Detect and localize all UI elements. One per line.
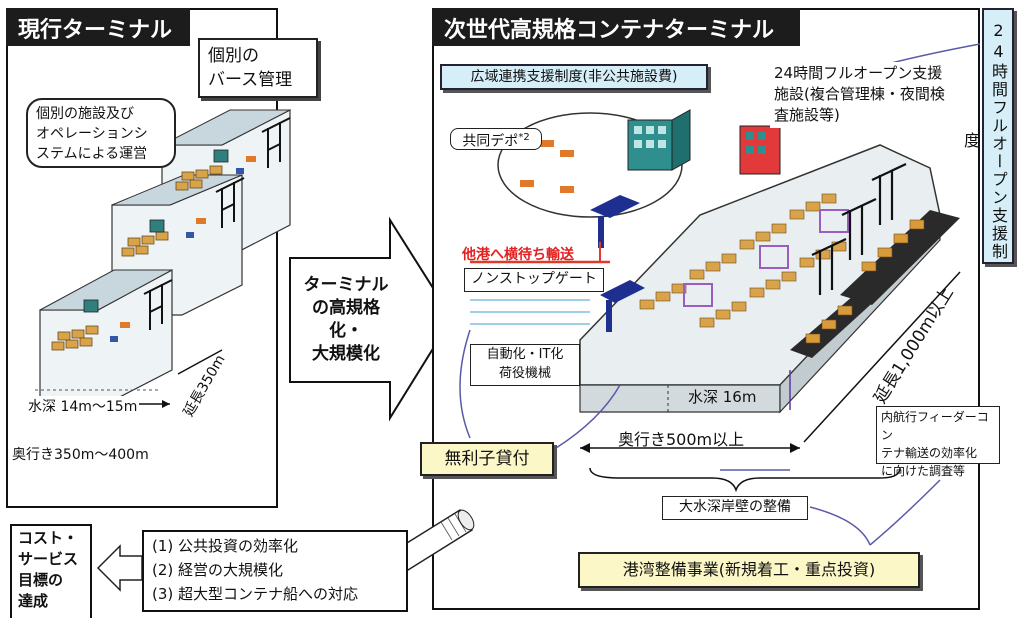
port-project-box: 港湾整備事業(新規着工・重点投資) <box>578 552 920 588</box>
current-terminal-title: 現行ターミナル <box>6 8 190 46</box>
goal-item: (1) 公共投資の効率化 <box>152 537 299 555</box>
current-water-depth-label: 水深 14m～15m <box>26 396 140 416</box>
goals-list-box: (1) 公共投資の効率化 (2) 経営の大規模化 (3) 超大型コンテナ船への対… <box>142 530 408 612</box>
goal-item: (2) 経営の大規模化 <box>152 561 284 579</box>
shared-depot-label: 共同デポ*2 <box>450 128 542 150</box>
callout-individual-operations: 個別の施設及び オペレーションシ ステムによる運営 <box>26 98 176 168</box>
goal-item: (3) 超大型コンテナ船への対応 <box>152 585 359 603</box>
scale-up-arrow-text: ターミナル の高規格化・ 大規模化 <box>303 275 389 364</box>
regional-support-box: 広域連携支援制度(非公共施設費) <box>440 64 708 90</box>
feeder-survey-label: 内航行フィーダーコン テナ輸送の効率化 に向けた調査等 <box>876 406 1000 478</box>
next-gen-depth-extent-label: 奥行き500m以上 <box>618 430 745 449</box>
callout-individual-berth: 個別の バース管理 <box>198 38 318 98</box>
next-gen-terminal-title: 次世代高規格コンテナターミナル <box>432 8 800 46</box>
transship-label: 他港へ横待ち輸送 <box>462 247 574 263</box>
nonstop-gate-label: ノンストップゲート <box>464 268 604 292</box>
current-depth-extent-label: 奥行き350m～400m <box>12 447 149 463</box>
vertical-support-box: 24時間フルオープン支援制度 <box>961 8 1014 264</box>
automation-label: 自動化・IT化 荷役機械 <box>470 344 580 386</box>
next-gen-water-depth-label: 水深 16m <box>686 386 759 407</box>
support-facility-label: 24時間フルオープン支援 施設(複合管理棟・夜間検 査施設等) <box>770 62 956 128</box>
deep-quay-label: 大水深岸壁の整備 <box>662 496 808 520</box>
goals-label-box: コスト・ サービス 目標の 達成 <box>10 524 92 618</box>
interest-free-loan-box: 無利子貸付 <box>420 442 554 476</box>
